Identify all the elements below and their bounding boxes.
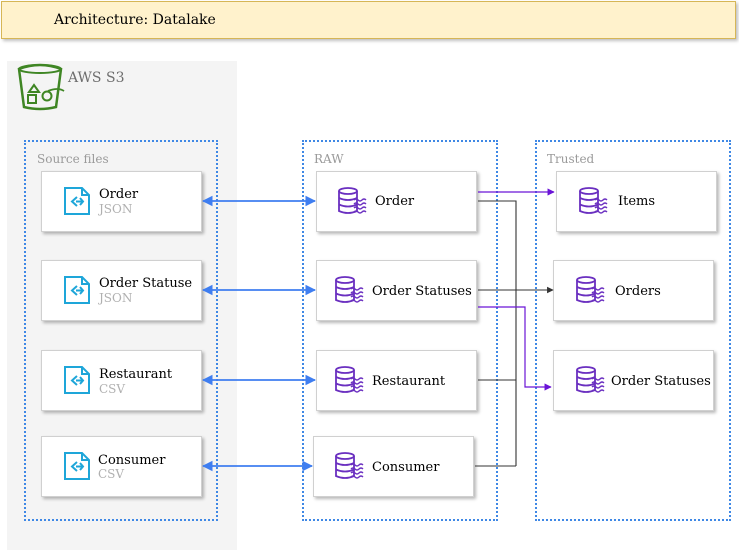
source-files-label: Source files [37,152,109,166]
database-icon-raw-restaurant [335,366,364,393]
aws-s3-label: AWS S3 [68,70,125,86]
raw-label: RAW [314,152,344,166]
database-icon-raw-order [338,187,367,214]
title-banner: Architecture: Datalake [1,1,736,39]
diagram-title: Architecture: Datalake [54,12,216,28]
source-file-name: Order Statuse [99,276,193,291]
source-file-format: CSV [99,382,126,396]
link-raw-order-merge [478,200,517,466]
trusted-card-items[interactable] [556,171,717,232]
source-file-name: Restaurant [99,367,173,382]
source-file-card-order[interactable] [41,171,202,232]
source-file-card-order-statuse[interactable] [41,260,202,321]
database-icon-trusted-items [579,187,608,214]
file-icon-restaurant [64,366,90,394]
trusted-table-name: Order Statuses [611,374,711,389]
source-file-card-restaurant[interactable] [41,350,202,411]
database-icon-raw-consumer [335,452,364,479]
trusted-group [535,140,731,521]
trusted-table-name: Orders [615,284,661,299]
trusted-label: Trusted [547,152,595,166]
raw-card-order-statuses[interactable] [316,260,477,321]
source-file-format: JSON [99,202,133,216]
source-files-group [24,140,218,521]
source-file-format: JSON [99,291,133,305]
source-file-card-consumer[interactable] [41,436,202,497]
trusted-card-orders[interactable] [553,260,714,321]
file-icon-order-statuse [64,276,90,304]
raw-card-consumer[interactable] [313,436,474,497]
trusted-card-order-statuses[interactable] [553,350,714,411]
trusted-table-name: Items [618,194,656,209]
link-raw-order-statuses-to-trusted-order-statuses [478,306,552,391]
raw-table-name: Order [375,194,415,209]
file-icon-order [64,187,90,215]
source-file-name: Order [99,187,139,202]
raw-group [302,140,498,521]
raw-table-name: Restaurant [372,374,446,389]
raw-table-name: Consumer [372,460,440,475]
raw-card-order[interactable] [316,171,477,232]
raw-table-name: Order Statuses [372,284,472,299]
raw-card-restaurant[interactable] [316,350,477,411]
file-icon-consumer [64,452,90,480]
source-file-format: CSV [98,467,125,481]
s3-bucket-icon [17,63,65,111]
database-icon-trusted-orders [576,276,605,303]
source-file-name: Consumer [98,453,166,468]
database-icon-trusted-order-statuses [576,366,605,393]
database-icon-raw-order-statuses [335,276,364,303]
